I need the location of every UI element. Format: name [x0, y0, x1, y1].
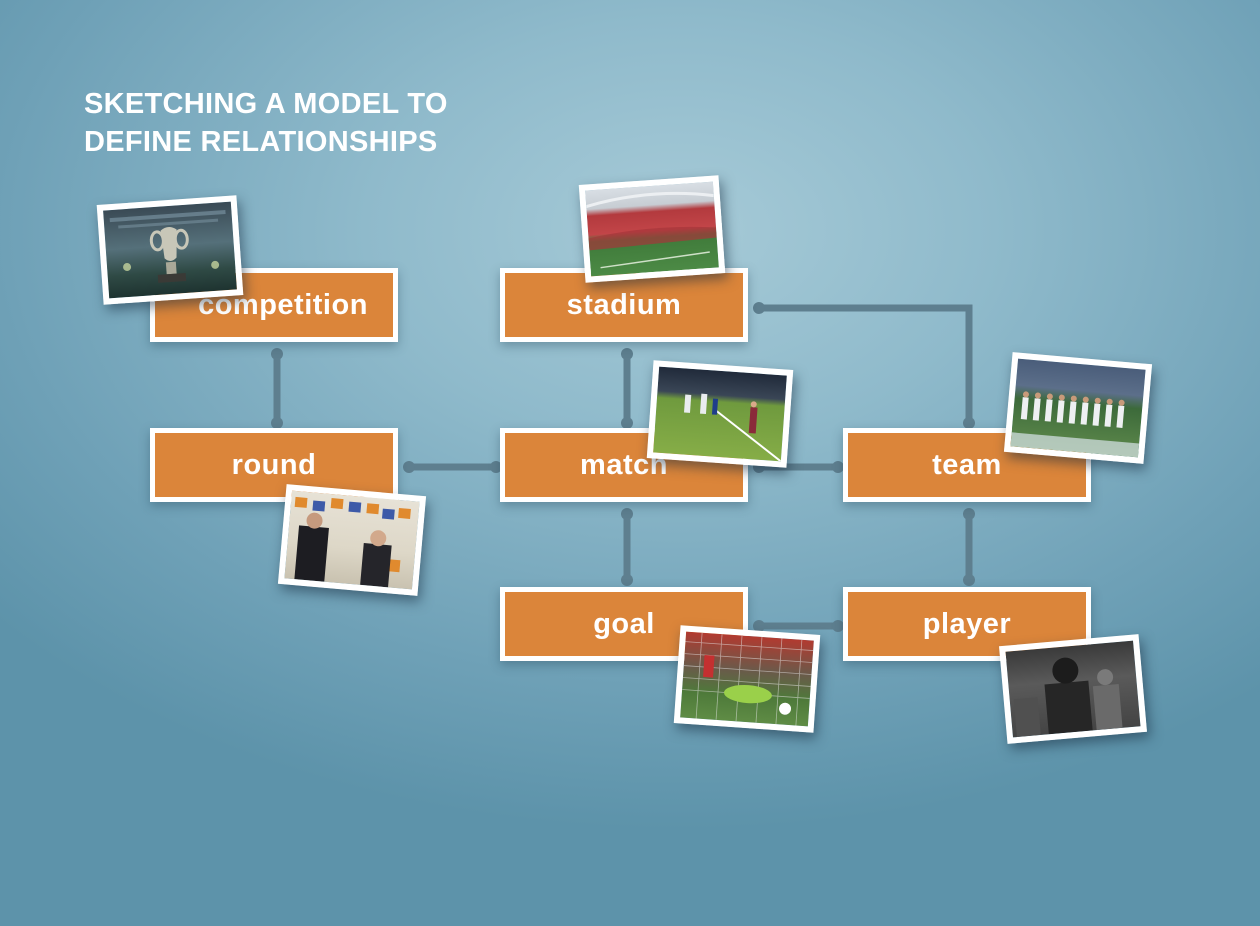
connector-node	[621, 574, 633, 586]
entity-label: stadium	[567, 289, 682, 322]
entity-label: goal	[593, 608, 655, 641]
trophy-photo	[97, 195, 244, 305]
connector-node	[271, 348, 283, 360]
connector-node	[963, 574, 975, 586]
connector-node	[621, 508, 633, 520]
connector-node	[753, 302, 765, 314]
match-photo	[647, 360, 793, 468]
stadium-photo	[579, 175, 725, 283]
entity-label: team	[932, 449, 1002, 482]
goal-photo	[674, 625, 820, 733]
connector-node	[621, 348, 633, 360]
entity-label: player	[923, 608, 1011, 641]
connector-node	[403, 461, 415, 473]
player-photo	[999, 634, 1147, 744]
connector-node	[963, 508, 975, 520]
entity-label: round	[232, 449, 317, 482]
team-photo	[1004, 352, 1152, 464]
press-conference-photo	[278, 484, 426, 596]
